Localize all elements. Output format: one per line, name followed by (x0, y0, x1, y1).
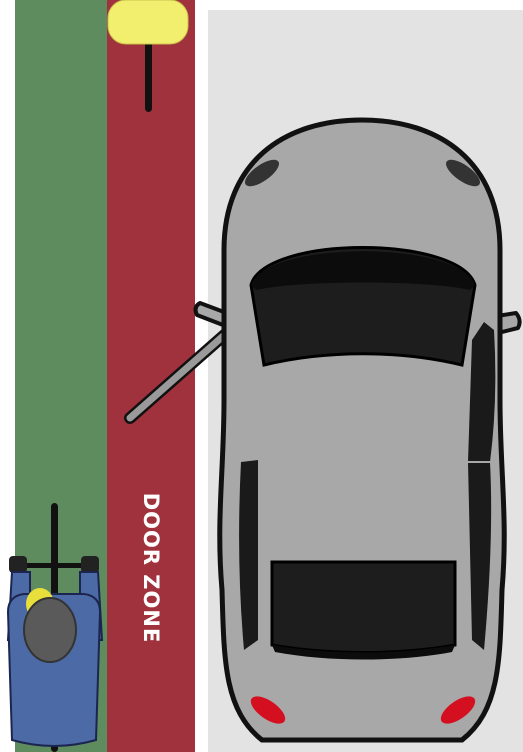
bicycle-ahead-icon (107, 0, 189, 112)
lane-separator (195, 0, 208, 752)
tail-light-right (440, 696, 476, 724)
open-door-icon (124, 317, 244, 424)
tail-light-left (250, 696, 286, 724)
handlebar (14, 563, 94, 568)
rear-window (270, 560, 457, 654)
cyclist-top-view-icon (6, 503, 104, 752)
cyclist-head (23, 597, 77, 663)
car-top-view-icon (193, 117, 522, 743)
door-zone-label: DOOR ZONE (139, 492, 163, 644)
